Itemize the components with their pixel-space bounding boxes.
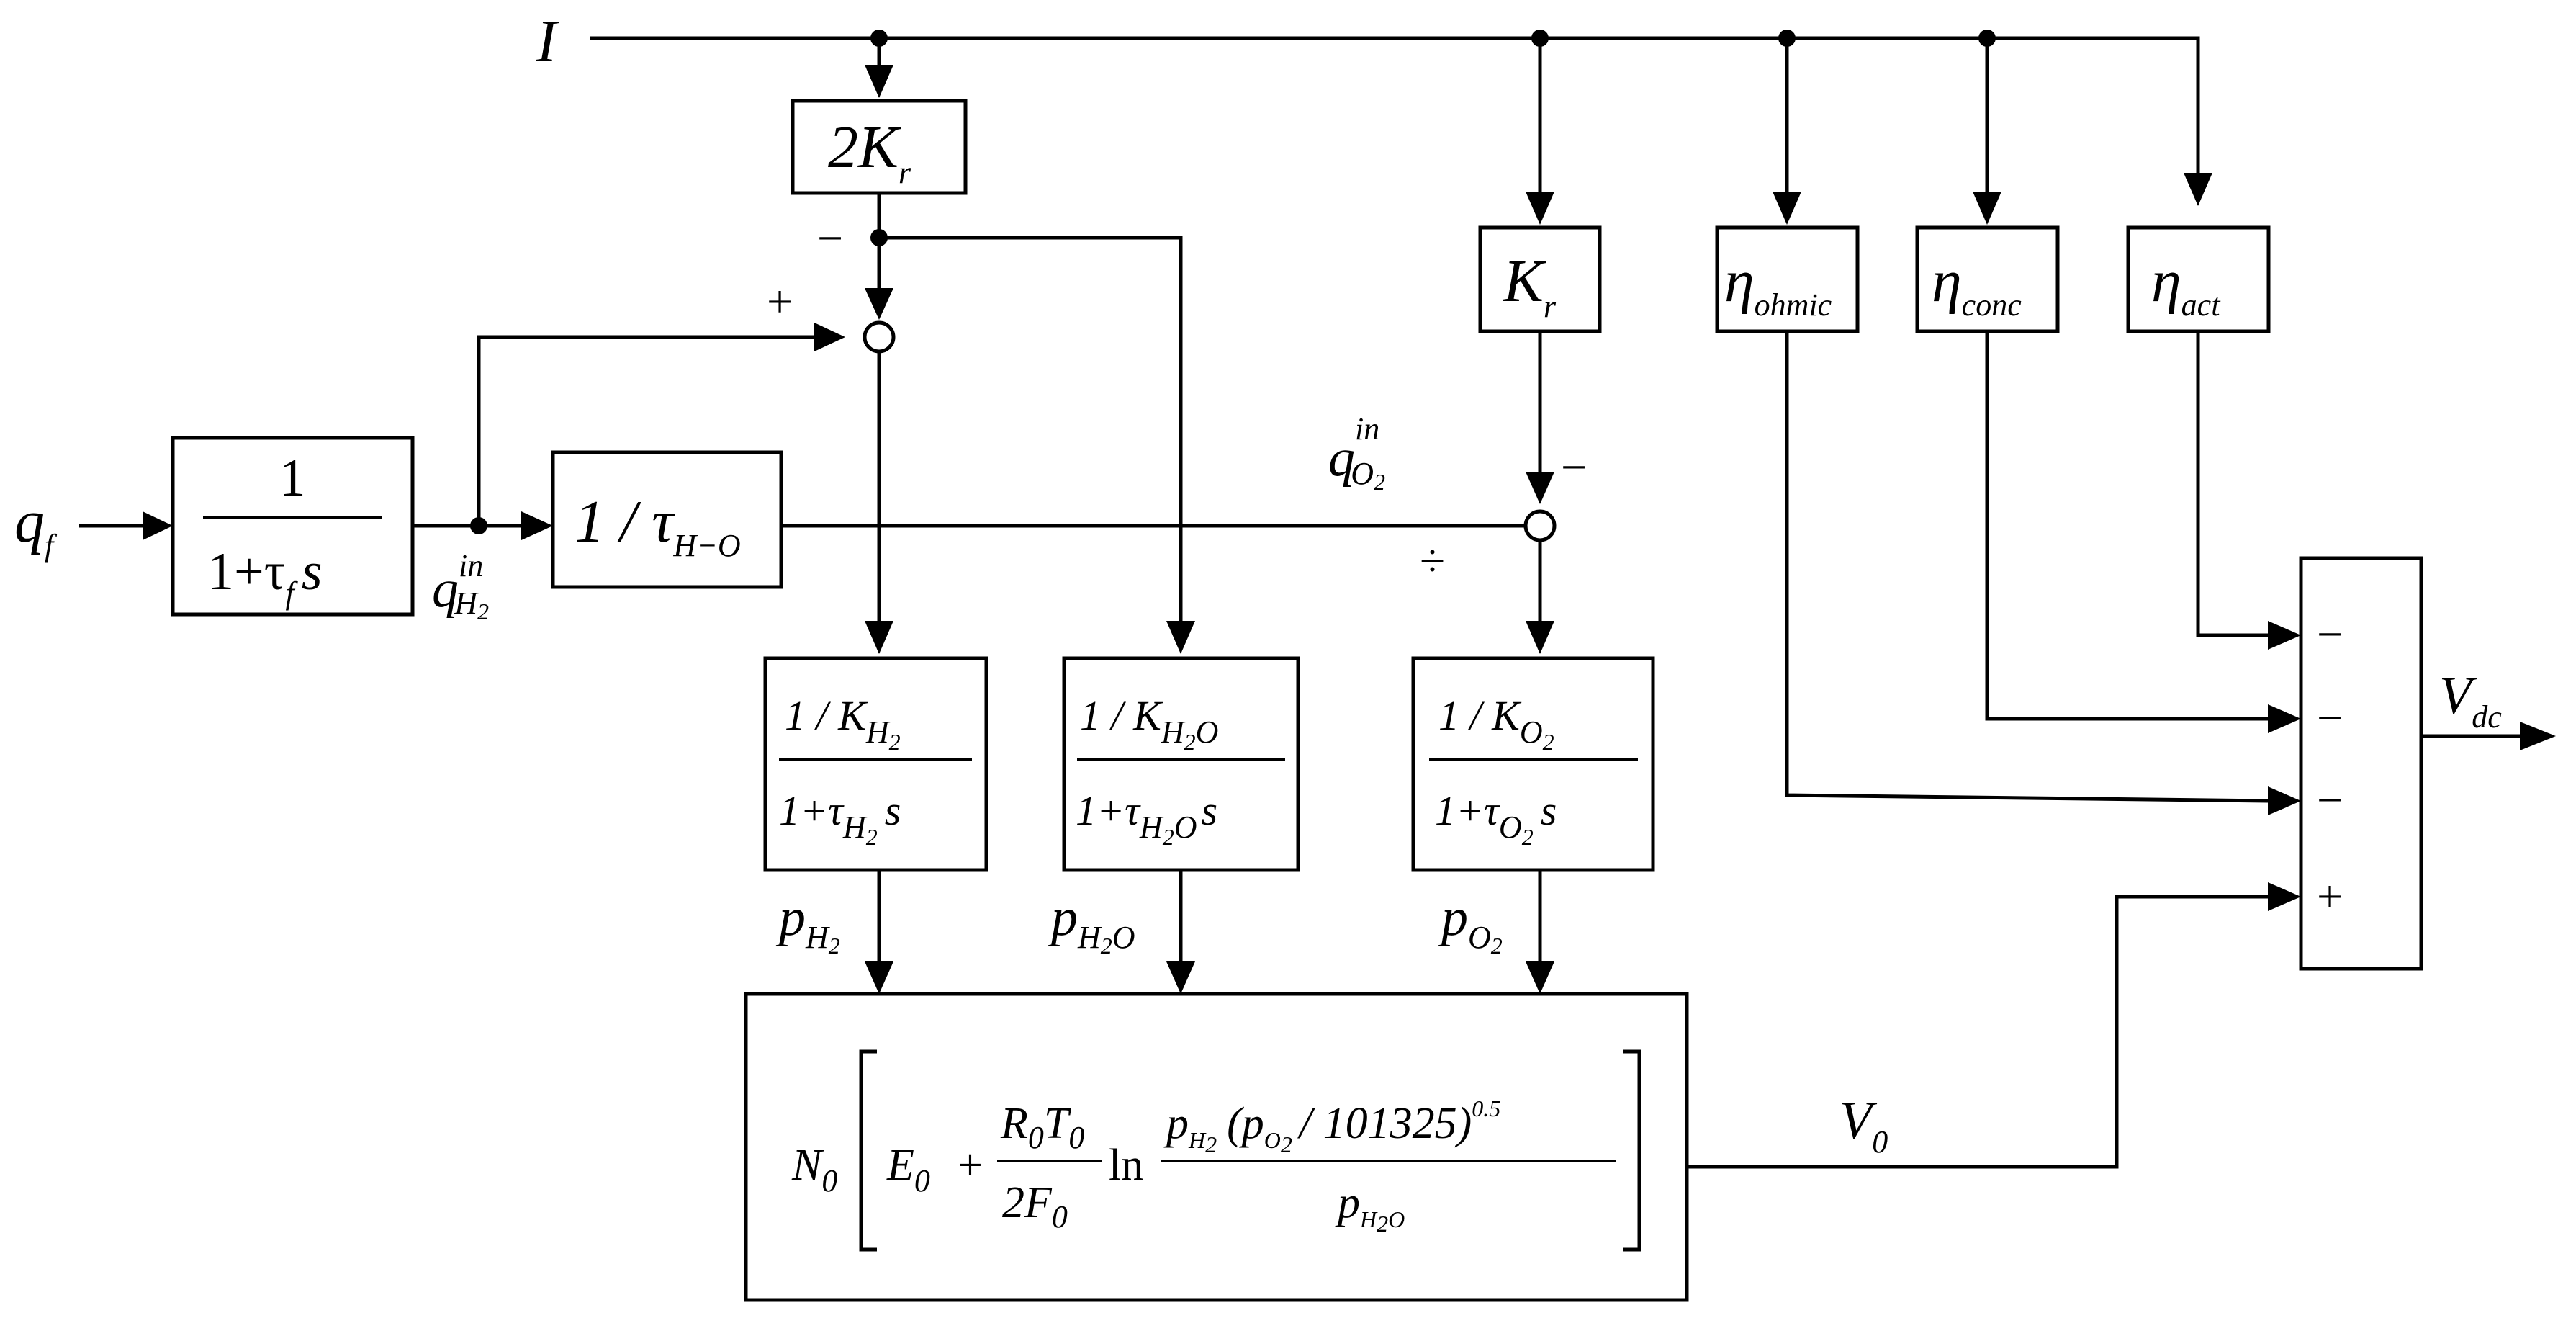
label-vdc: Vdc [2439, 666, 2502, 735]
arrowhead-ohmic [1773, 192, 1801, 225]
block-eta-conc-label: ηconc [1932, 248, 2022, 323]
block-h2-tf-den: 1+τH2s [779, 787, 901, 850]
junction-dot-i-kr [1531, 30, 1549, 47]
sign-sum2-minus: − [1561, 441, 1587, 493]
block-kr [1478, 225, 1602, 333]
arrowhead-final-3 [2268, 786, 2301, 815]
arrowhead-sum1-top [865, 288, 893, 320]
wire-current-bus [590, 36, 2200, 189]
block-eta-ohmic-label: ηohmic [1724, 248, 1832, 323]
arrowhead-o2-block [1526, 621, 1554, 654]
sign-final-1: − [2317, 609, 2343, 660]
arrowhead-sum2-top [1526, 472, 1554, 504]
block-fuel-tf-num: 1 [279, 449, 306, 508]
sign-final-2: − [2317, 692, 2343, 743]
block-o2-tf [1411, 656, 1655, 872]
arrowhead-ph2o [1166, 961, 1195, 994]
arrowhead-sum1-left [814, 323, 845, 351]
block-o2-tf-den: 1+τO2s [1435, 787, 1557, 850]
sign-final-3: − [2317, 774, 2343, 825]
arrowhead-conc [1973, 192, 2001, 225]
wire-conc-to-sum [1985, 331, 2268, 721]
nernst-main-num: pH2(pO2/ 101325)0.5 [1163, 1095, 1500, 1157]
block-2kr [791, 99, 968, 195]
summing-signs: − + − ÷ − − − + [767, 212, 2343, 922]
block-o2-tf-num: 1 / KO2 [1438, 692, 1554, 755]
wire-act-to-sum [2196, 331, 2268, 637]
label-p-h2o: pH2O [1048, 888, 1135, 959]
junction-dot-i-conc [1978, 30, 1996, 47]
wire-v0-to-sum [1687, 895, 2268, 1169]
block-h2-tf-num: 1 / KH2 [785, 692, 901, 755]
nernst-plus: + [958, 1141, 983, 1190]
block-fuel-tf [171, 436, 415, 617]
junction-dot-i-ohmic [1778, 30, 1796, 47]
nernst-e0: E0 [886, 1141, 930, 1198]
wire-qh2in-to-sum1 [477, 335, 832, 526]
arrowhead-po2 [1526, 961, 1554, 994]
arrowhead-final-1 [2268, 621, 2301, 650]
block-output-summer [2299, 556, 2423, 971]
arrowhead-final-4 [2268, 882, 2301, 911]
block-eta-conc [1915, 225, 2060, 333]
block-2kr-label: 2Kr [828, 114, 911, 190]
nernst-ln: ln [1109, 1141, 1143, 1190]
junction-dot-2kr-split [870, 229, 888, 246]
sign-sum1-plus: + [767, 276, 793, 327]
arrowhead-kr [1526, 192, 1554, 225]
sum-junction-h2 [863, 320, 896, 354]
junction-dot-qh2in [470, 517, 487, 534]
label-current: I [536, 8, 559, 75]
arrowhead-vdc [2520, 722, 2556, 750]
block-ratio [551, 450, 783, 589]
block-h2-tf [763, 656, 988, 872]
block-kr-label: Kr [1503, 248, 1557, 324]
arrowhead-h2-block [865, 621, 893, 654]
arrowhead-2kr [865, 65, 893, 98]
sign-sum1-minus: − [817, 212, 843, 264]
label-v0: V0 [1839, 1091, 1888, 1160]
block-h2o-tf [1062, 656, 1300, 872]
arrowhead-act [2184, 173, 2212, 206]
sum-junction-o2 [1523, 509, 1557, 542]
sign-final-4: + [2317, 871, 2343, 922]
arrowhead-ratio [521, 511, 553, 540]
nernst-n0: N0 [791, 1141, 837, 1198]
block-eta-ohmic [1715, 225, 1860, 333]
wire-ohmic-to-sum [1785, 331, 2269, 803]
arrow-heads [143, 65, 2556, 994]
signal-wires [79, 36, 2520, 1169]
nernst-main-den: pH2O [1335, 1178, 1405, 1237]
block-eta-act [2126, 225, 2271, 333]
sign-sum2-div: ÷ [1420, 535, 1445, 586]
nernst-left-bracket [859, 1049, 877, 1252]
label-p-o2: pO2 [1438, 888, 1503, 959]
block-nernst [744, 992, 1689, 1302]
junction-dots [470, 30, 1996, 534]
block-eta-act-label: ηact [2151, 248, 2221, 323]
wire-2kr-to-h2o [879, 236, 1183, 621]
arrowhead-qf [143, 511, 173, 540]
arrowhead-ph2 [865, 961, 893, 994]
nernst-coef-num: R0T0 [1000, 1099, 1084, 1155]
nernst-equation: N0 E0 + R0T0 2F0 ln pH2(pO2/ 101325)0.5 … [791, 1049, 1641, 1252]
nernst-coef-den: 2F0 [1002, 1178, 1068, 1234]
arrowhead-h2o-block [1166, 621, 1195, 654]
block-ratio-label: 1 / τH−O [575, 488, 741, 563]
block-h2o-tf-num: 1 / KH2O [1080, 692, 1218, 755]
label-p-h2: pH2 [775, 888, 840, 959]
junction-dot-i-2kr [870, 30, 888, 47]
arrowhead-final-2 [2268, 704, 2301, 733]
label-qf: qf [14, 488, 58, 563]
nernst-right-bracket [1623, 1049, 1641, 1252]
